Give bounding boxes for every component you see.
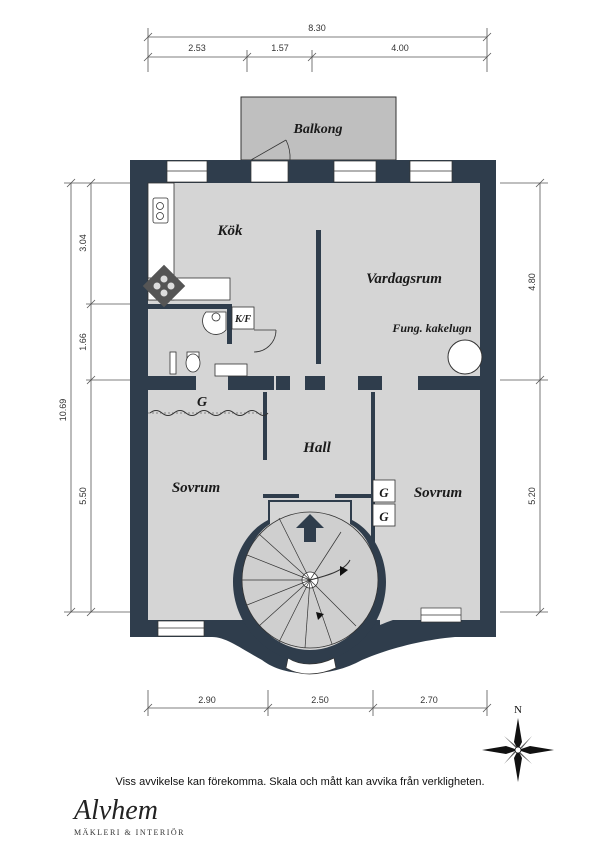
label-wardrobe-2: G: [379, 485, 389, 500]
dim-bottom-1: 2.90: [198, 695, 216, 705]
brand-name: Alvhem: [74, 795, 158, 826]
wardrobe-box-1: [372, 479, 396, 503]
dim-bottom-3: 2.70: [420, 695, 438, 705]
dim-right-2: 5.20: [527, 487, 537, 505]
room-label-living: Vardagsrum: [366, 271, 442, 287]
disclaimer-text: Viss avvikelse kan förekomma. Skala och …: [115, 776, 485, 788]
bathroom-door: [253, 329, 277, 353]
spiral-staircase: [233, 500, 386, 662]
balcony-door: [250, 139, 291, 161]
room-label-hall: Hall: [302, 440, 331, 456]
room-label-bedroom-right: Sovrum: [414, 485, 462, 501]
sink-icon: [156, 202, 164, 220]
dim-top-2: 1.57: [271, 43, 289, 53]
dim-left-2: 1.66: [78, 333, 88, 351]
left-dimensions: [64, 178, 130, 617]
room-label-kitchen: Kök: [216, 223, 243, 239]
bathroom-fixtures: [169, 311, 248, 377]
top-dimensions: [143, 28, 492, 72]
dim-left-3: 5.50: [78, 487, 88, 505]
dim-top-1: 2.53: [188, 43, 206, 53]
dim-bottom-2: 2.50: [311, 695, 329, 705]
dim-left-1: 3.04: [78, 234, 88, 252]
dim-left-total: 10.69: [58, 399, 68, 422]
dim-top-total: 8.30: [308, 23, 326, 33]
bottom-dimensions: [143, 690, 492, 716]
stair-up-arrow: [296, 514, 324, 542]
stove-icon: [142, 264, 186, 308]
label-wardrobe-1: G: [197, 395, 207, 410]
tile-stove-icon: [447, 339, 483, 375]
label-wardrobe-3: G: [379, 509, 389, 524]
storage-closet: [231, 306, 255, 330]
brand-logo: Alvhem MÄKLERI & INTERIÖR: [74, 795, 185, 838]
wardrobe-box-2: [372, 503, 396, 527]
balcony: [240, 96, 397, 161]
compass-label: N: [514, 704, 522, 716]
room-label-bedroom-left: Sovrum: [172, 480, 220, 496]
windows: [157, 160, 462, 675]
dim-right-1: 4.80: [527, 273, 537, 291]
room-label-balcony: Balkong: [292, 122, 342, 137]
brand-tagline: MÄKLERI & INTERIÖR: [74, 828, 185, 837]
dim-top-3: 4.00: [391, 43, 409, 53]
right-dimensions: [500, 178, 548, 617]
label-storage: K/F: [234, 314, 251, 325]
compass-icon: [482, 718, 554, 782]
room-label-stove: Fung. kakelugn: [391, 321, 472, 335]
